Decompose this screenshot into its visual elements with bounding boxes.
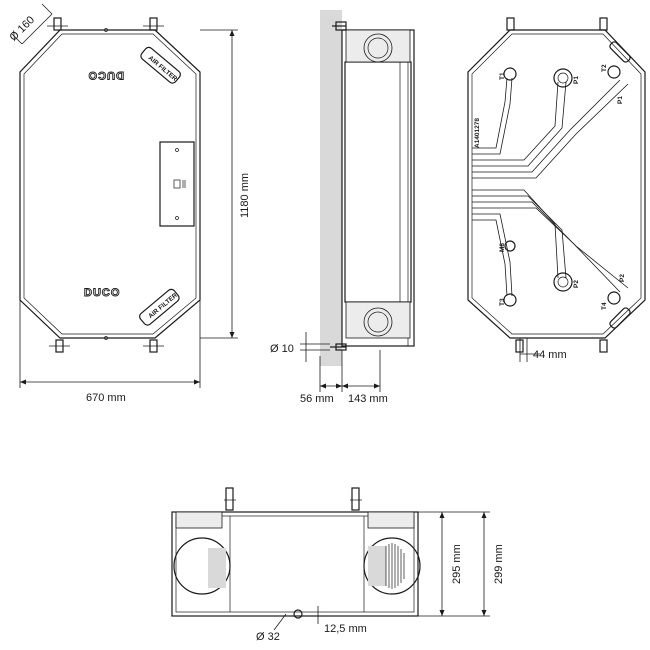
bolt-diameter-label: Ø 10 — [270, 343, 294, 355]
side-housing — [341, 29, 415, 347]
label-t1: T1 — [499, 72, 506, 80]
front-housing-inner — [23, 33, 197, 335]
label-t3: T3 — [499, 298, 506, 306]
rear-serial-number: A1401278 — [474, 118, 481, 148]
control-cover-plate — [159, 141, 195, 227]
bracket-dimension-label: 44 mm — [533, 349, 567, 361]
label-p2-bottom: P2 — [573, 280, 580, 288]
label-p1-top: P1 — [573, 76, 580, 84]
side-duct-bottom — [363, 307, 393, 337]
rear-tab-bottom-right — [599, 339, 608, 353]
port-t3 — [503, 293, 517, 307]
side-view: Ø 10 56 mm 143 mm — [270, 10, 415, 405]
label-m8: M8 — [499, 243, 506, 252]
depth-dimension-label: 143 mm — [348, 393, 388, 405]
front-view: Ø 160 DUCO DUCO AIR FILTER AIR FILTER — [7, 3, 251, 404]
rear-view: T1 P1 T2 P1 M8 P2 P2 T3 T4 A1401278 44 m… — [467, 17, 646, 362]
outer-height-label: 299 mm — [493, 544, 505, 584]
port-p1 — [553, 68, 573, 88]
bottom-duct-right — [363, 537, 421, 595]
port-t1 — [503, 67, 517, 81]
label-t2: T2 — [601, 64, 608, 72]
label-t4: T4 — [601, 302, 608, 310]
control-switch-icon — [173, 179, 181, 189]
bottom-hook-right — [351, 487, 360, 511]
mount-tab-top-left — [53, 17, 62, 31]
duco-logo-top: DUCO — [88, 69, 124, 81]
rear-tab-top-left — [506, 17, 515, 31]
label-p1-right: P1 — [617, 96, 624, 104]
bottom-view: Ø 32 12,5 mm 295 mm 299 mm — [171, 487, 505, 643]
drain-offset-label: 12,5 mm — [324, 623, 367, 635]
inner-height-label: 295 mm — [451, 544, 463, 584]
rear-tab-top-right — [599, 17, 608, 31]
fan-grille — [385, 543, 405, 589]
drain-diameter-label: Ø 32 — [256, 631, 280, 643]
port-m8 — [504, 240, 516, 252]
label-p2-right: P2 — [619, 274, 626, 282]
bottom-hook-left — [225, 487, 234, 511]
port-t2 — [607, 65, 621, 79]
port-p2 — [553, 272, 573, 292]
diameter-dimension-label: Ø 160 — [7, 14, 37, 44]
filter-slot-top — [140, 46, 181, 84]
mount-tab-top-right — [149, 17, 158, 31]
rear-housing-inner — [471, 33, 642, 335]
wall-section — [320, 10, 342, 366]
width-dimension-label: 670 mm — [86, 392, 126, 404]
front-housing-outline — [19, 29, 201, 339]
drain-outlet — [293, 609, 303, 619]
height-dimension-label: 1180 mm — [239, 173, 251, 218]
rear-tab-bottom-left — [515, 339, 524, 353]
port-t4 — [607, 291, 621, 305]
wall-gap-dimension-label: 56 mm — [300, 393, 334, 405]
side-duct-top — [363, 33, 393, 63]
filter-slot-top-label: AIR FILTER — [147, 55, 179, 83]
duco-logo-bottom: DUCO — [84, 287, 120, 299]
filter-slot-bottom — [139, 288, 180, 326]
